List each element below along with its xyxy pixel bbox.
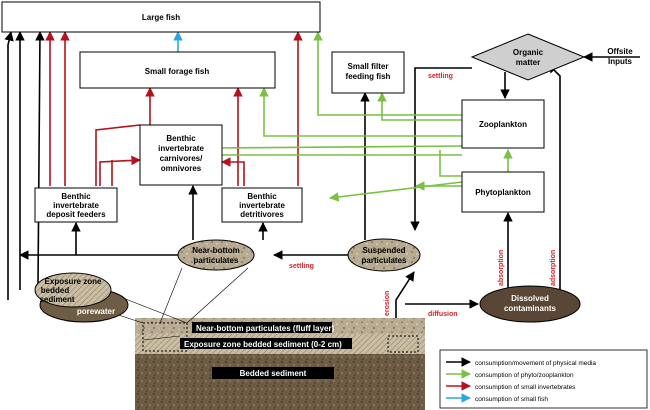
ez-label-2: bedded [41, 286, 70, 295]
benthic-deposit-feeders-box [34, 187, 118, 223]
bedded-layer-label: Bedded sediment [240, 369, 307, 378]
nbp-label-1: Near-bottom [192, 246, 240, 255]
porewater-label: porewater [77, 307, 115, 316]
bidf-label-2: invertebrate [53, 201, 99, 210]
fluff-layer-label-bg [192, 322, 332, 333]
bidf-label-3: deposit feeders [46, 210, 106, 219]
bic-label-1: Benthic [166, 134, 196, 143]
settling-top-label: settling [428, 73, 453, 80]
benthic-invertebrate-carnivores-box [139, 124, 223, 186]
absorption-label: absorption [498, 250, 505, 286]
near-bottom-particulates-ellipse [177, 239, 255, 271]
organic-matter-diamond [470, 33, 586, 81]
phytoplankton-label: Phytoplankton [475, 188, 531, 197]
zooplankton-label: Zooplankton [479, 120, 527, 129]
diffusion-label: diffusion [428, 311, 458, 318]
dc-label-1: Dissolved [511, 294, 549, 303]
adsorption-label: adsorption [550, 250, 557, 286]
small-forage-fish-box [79, 51, 276, 89]
large-fish-box [1, 1, 321, 33]
small-filter-feeding-fish-box [331, 51, 405, 94]
erosion-label: erosion [384, 291, 391, 316]
phytoplankton-box [461, 171, 545, 213]
bedded-layer-label-bg [212, 367, 334, 379]
fluff-layer-label: Near-bottom particulates (fluff layer) [196, 324, 335, 333]
zooplankton-box [461, 99, 545, 149]
exposure-layer-label: Exposure zone bedded sediment (0-2 cm) [184, 340, 342, 349]
legend-box [439, 349, 648, 409]
benthic-detritivores-box [221, 187, 303, 223]
dissolved-contaminants-ellipse [479, 285, 581, 323]
legend-item-small-fish: consumption of small fish [475, 396, 548, 403]
exposure-layer-label-bg [180, 338, 352, 349]
bic-label-2: invertebrate [158, 144, 204, 153]
small-filter-feeding-fish-label-1: Small filter [348, 62, 389, 71]
exposure-zone-bedded-sediment-ellipse [34, 272, 112, 308]
small-forage-fish-label: Small forage fish [145, 67, 210, 76]
legend-item-plankton: consumption of phyto/zooplankton [475, 372, 574, 379]
legend-item-physical: consumption/movement of physical media [475, 360, 596, 367]
bic-label-3: carnivores/ [160, 154, 203, 163]
organic-matter-label-2: matter [516, 58, 540, 67]
bid-label-1: Benthic [247, 192, 277, 201]
organic-matter-label-1: Organic [513, 48, 544, 57]
bid-label-3: detritivores [240, 210, 284, 219]
nbp-label-2: particulates [194, 256, 239, 265]
bic-label-4: omnivores [161, 164, 202, 173]
ez-label-1: Exposure zone [45, 277, 102, 286]
bid-label-2: invertebrate [239, 201, 285, 210]
legend-item-invertebrates: consumption of small invertebrates [475, 384, 576, 391]
dc-label-2: contaminants [504, 304, 557, 313]
settling-mid-label: settling [289, 263, 314, 270]
small-filter-feeding-fish-label-2: feeding fish [346, 72, 391, 81]
suspended-particulates-ellipse [347, 238, 421, 272]
flow-arrows [4, 31, 640, 318]
sp-label-2: particulates [362, 256, 407, 265]
offsite-inputs-label-1: Offsite [607, 47, 633, 56]
bidf-label-1: Benthic [61, 192, 91, 201]
large-fish-label: Large fish [142, 13, 180, 22]
ez-label-3: sediment [39, 295, 74, 304]
legend: consumption/movement of physical media c… [439, 349, 648, 409]
offsite-inputs-label-2: Inputs [608, 57, 633, 66]
sp-label-1: Suspended [362, 246, 405, 255]
